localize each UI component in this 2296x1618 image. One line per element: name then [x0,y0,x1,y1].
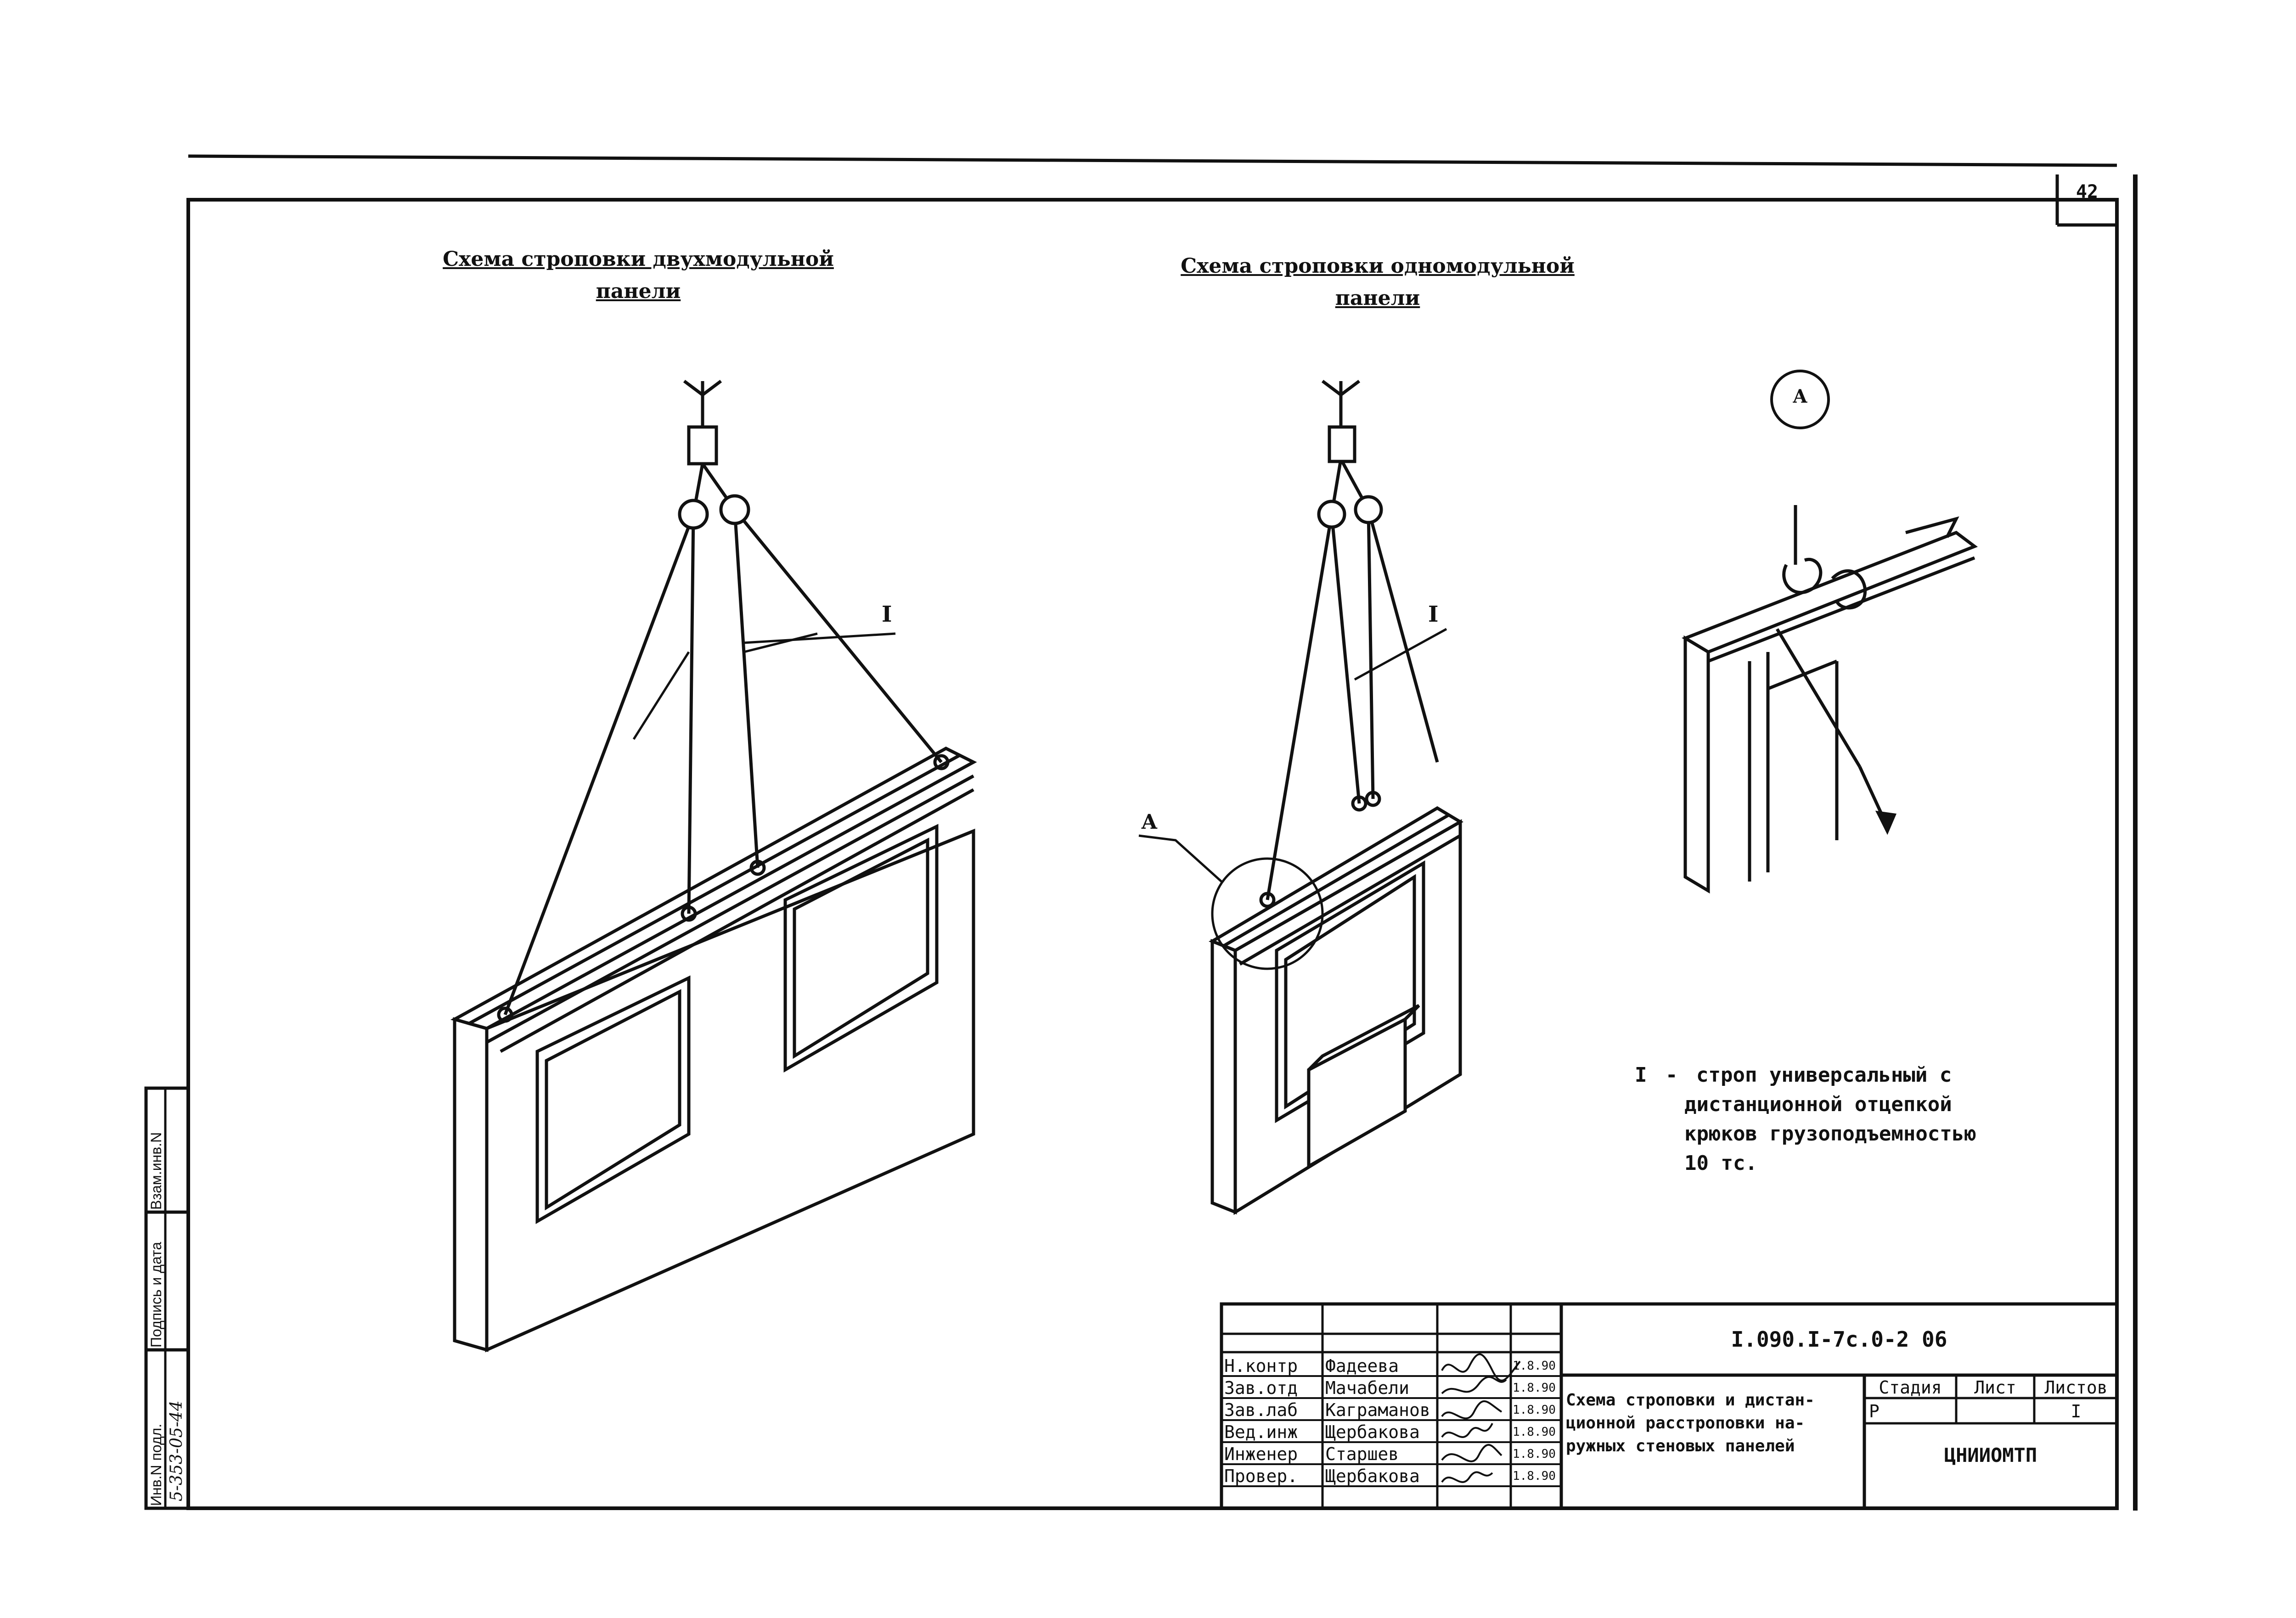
side-stamp-replace-inv-label: Взам.инв.N [148,1132,164,1210]
legend: I - строп универсальный с дистанционной … [1635,1061,1976,1178]
signature-name: Фадеева [1325,1356,1399,1376]
signature-name: Щербакова [1325,1466,1420,1486]
side-stamp-inv-value: 5-353-05-44 [167,1400,186,1501]
side-stamp-frame [144,1086,190,1510]
sheet-header: Лист [1974,1377,2016,1398]
title-single-module-line1: Схема строповки одномодульной [1181,254,1575,278]
organization: ЦНИИОМТП [1944,1444,2037,1466]
signature-name: Щербакова [1325,1422,1420,1442]
legend-dash: - [1666,1063,1678,1087]
side-stamp-sign-date-label: Подпись и дата [148,1242,164,1348]
signature-name: Каграманов [1325,1400,1430,1420]
stage-header: Стадия [1879,1377,1942,1398]
leader-detail-label: А [1141,810,1158,834]
legend-line-1: строп универсальный с [1696,1063,1952,1087]
document-code: I.090.I-7с.0-2 06 [1731,1327,1947,1352]
signature-name: Старшев [1325,1444,1399,1464]
single-module-panel-drawing [1209,380,1463,1215]
signature-date: 1.8.90 [1513,1403,1556,1417]
side-stamp-inv-label: Инв.N подл. [148,1423,164,1506]
sheets-header: Листов [2044,1377,2108,1398]
detail-a-drawing [1682,370,1978,894]
signature-date: 1.8.90 [1513,1447,1556,1461]
title-block-description: Схема строповки и дистан- ционной расстр… [1566,1380,1815,1467]
signature-role: Провер. [1224,1466,1298,1486]
signature-name: Мачабели [1325,1378,1410,1398]
signature-date: 1.8.90 [1513,1469,1556,1483]
signature-role: Вед.инж [1224,1422,1298,1442]
leader-detail-line [1138,834,1222,882]
signature-role: Инженер [1224,1444,1298,1464]
legend-line-2: дистанционной отцепкой [1684,1093,1952,1116]
drawing-frame [186,198,2119,1510]
title-two-module: Схема строповки двухмодульной панели [404,243,872,308]
description-line-1: Схема строповки и дистан- [1566,1391,1815,1410]
signature-role: Зав.лаб [1224,1400,1298,1420]
signature-role: Н.контр [1224,1356,1298,1376]
leader-middle-line [1354,628,1447,681]
leader-left-line [743,632,896,644]
signature-scribbles [1441,1353,1521,1483]
legend-line-4: 10 тс. [1684,1152,1757,1175]
sheets-value: I [2071,1401,2082,1421]
title-two-module-line1: Схема строповки двухмодульной [443,247,834,271]
legend-row-1: I - строп универсальный с [1635,1061,1976,1090]
stage-value: Р [1869,1401,1880,1421]
title-two-module-line2: панели [596,280,681,303]
leader-left-label: I [882,601,892,627]
leader-middle-label: I [1428,601,1439,627]
description-line-2: ционной расстроповки на- [1566,1414,1805,1433]
legend-marker: I [1635,1063,1647,1087]
signature-date: 1.8.90 [1513,1381,1556,1395]
title-single-module-line2: панели [1335,287,1420,310]
two-module-panel-drawing [450,380,977,1353]
title-block-frame [1220,1302,2119,1510]
title-single-module: Схема строповки одномодульной панели [1148,250,1607,315]
detail-a-label: А [1792,386,1808,407]
signature-role: Зав.отд [1224,1378,1298,1398]
page-number: 42 [2076,181,2099,202]
legend-line-3: крюков грузоподъемностью [1684,1122,1976,1146]
description-line-3: ружных стеновых панелей [1566,1437,1795,1455]
frame-top-outer-line [188,154,2117,167]
signature-date: 1.8.90 [1513,1359,1556,1373]
signature-date: 1.8.90 [1513,1425,1556,1439]
